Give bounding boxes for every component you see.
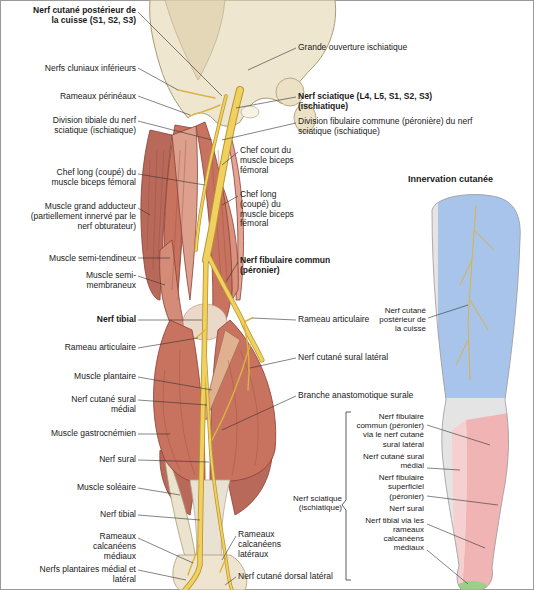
anatomy-label: Nerf sural (352, 504, 424, 513)
anatomy-label: Nerfs cluniaux inférieurs (10, 64, 136, 74)
anatomy-label: Nerf fibulaire commun (péronier) via le … (352, 412, 424, 449)
anatomy-label: Rameau articulaire (10, 343, 136, 353)
anatomy-label: Nerf cutané postérieur de la cuisse (372, 306, 426, 334)
anatomy-label: Nerf cutané dorsal latéral (238, 572, 342, 582)
nerve-heading-label: Innervation cutanée (408, 174, 528, 184)
nerve-heading-label: Nerf fibulaire commun (péronier) (240, 256, 332, 276)
anatomy-label: Muscle gastrocnémien (10, 429, 136, 439)
anatomy-label: Nerf cutané sural médial (352, 452, 424, 470)
anatomy-label: Chef court du muscle biceps fémoral (240, 146, 302, 175)
anatomy-label: Nerf fibulaire superficiel (péronier) (352, 473, 424, 501)
anatomy-label: Nerf tibial (10, 510, 136, 520)
anatomy-label: Nerfs plantaires médial et latéral (36, 565, 136, 585)
anatomy-label: Nerf sural (10, 455, 136, 465)
anatomy-label: Nerf cutané sural latéral (298, 353, 408, 363)
nerve-heading-label: Nerf sciatique (L4, L5, S1, S2, S3) (isc… (298, 92, 468, 112)
nerve-heading-label: Nerf cutané postérieur de la cuisse (S1,… (28, 6, 136, 26)
nerve-heading-label: Nerf tibial (10, 315, 136, 325)
anatomy-label: Rameaux périnéaux (10, 92, 136, 102)
anatomy-label: Muscle grand adducteur (partiellement in… (20, 202, 136, 231)
anatomy-label: Division fibulaire commune (péronière) d… (298, 117, 473, 137)
anatomy-label: Branche anastomotique surale (298, 391, 418, 401)
cutaneous-map (425, 190, 528, 590)
anatomy-label: Division tibiale du nerf sciatique (isch… (28, 116, 136, 136)
anatomy-label: Nerf cutané sural médial (56, 395, 136, 415)
anatomy-label: Muscle plantaire (10, 372, 136, 382)
anatomy-label: Muscle semi-membraneux (56, 271, 136, 291)
anatomy-label: Muscle soléaire (10, 483, 136, 493)
anatomy-label: Nerf tibial via les rameaux calcanéens m… (352, 516, 424, 553)
anatomy-label: Chef long (coupé) du muscle biceps fémor… (40, 168, 136, 188)
anatomy-label: Muscle semi-tendineux (10, 254, 136, 264)
anatomy-label: Rameaux calcanéens latéraux (238, 530, 300, 559)
pelvis (150, 0, 336, 132)
anatomy-label: Rameau articulaire (298, 315, 374, 325)
anatomy-label: Nerf sciatique (ischiatique) (284, 494, 342, 512)
leader-lines (138, 12, 498, 585)
anatomy-label: Rameaux calcanéens médiaux (60, 532, 136, 561)
anatomy-label: Chef long (coupé) du muscle biceps fémor… (240, 190, 302, 229)
anatomy-label: Grande ouverture ischiatique (298, 43, 448, 53)
